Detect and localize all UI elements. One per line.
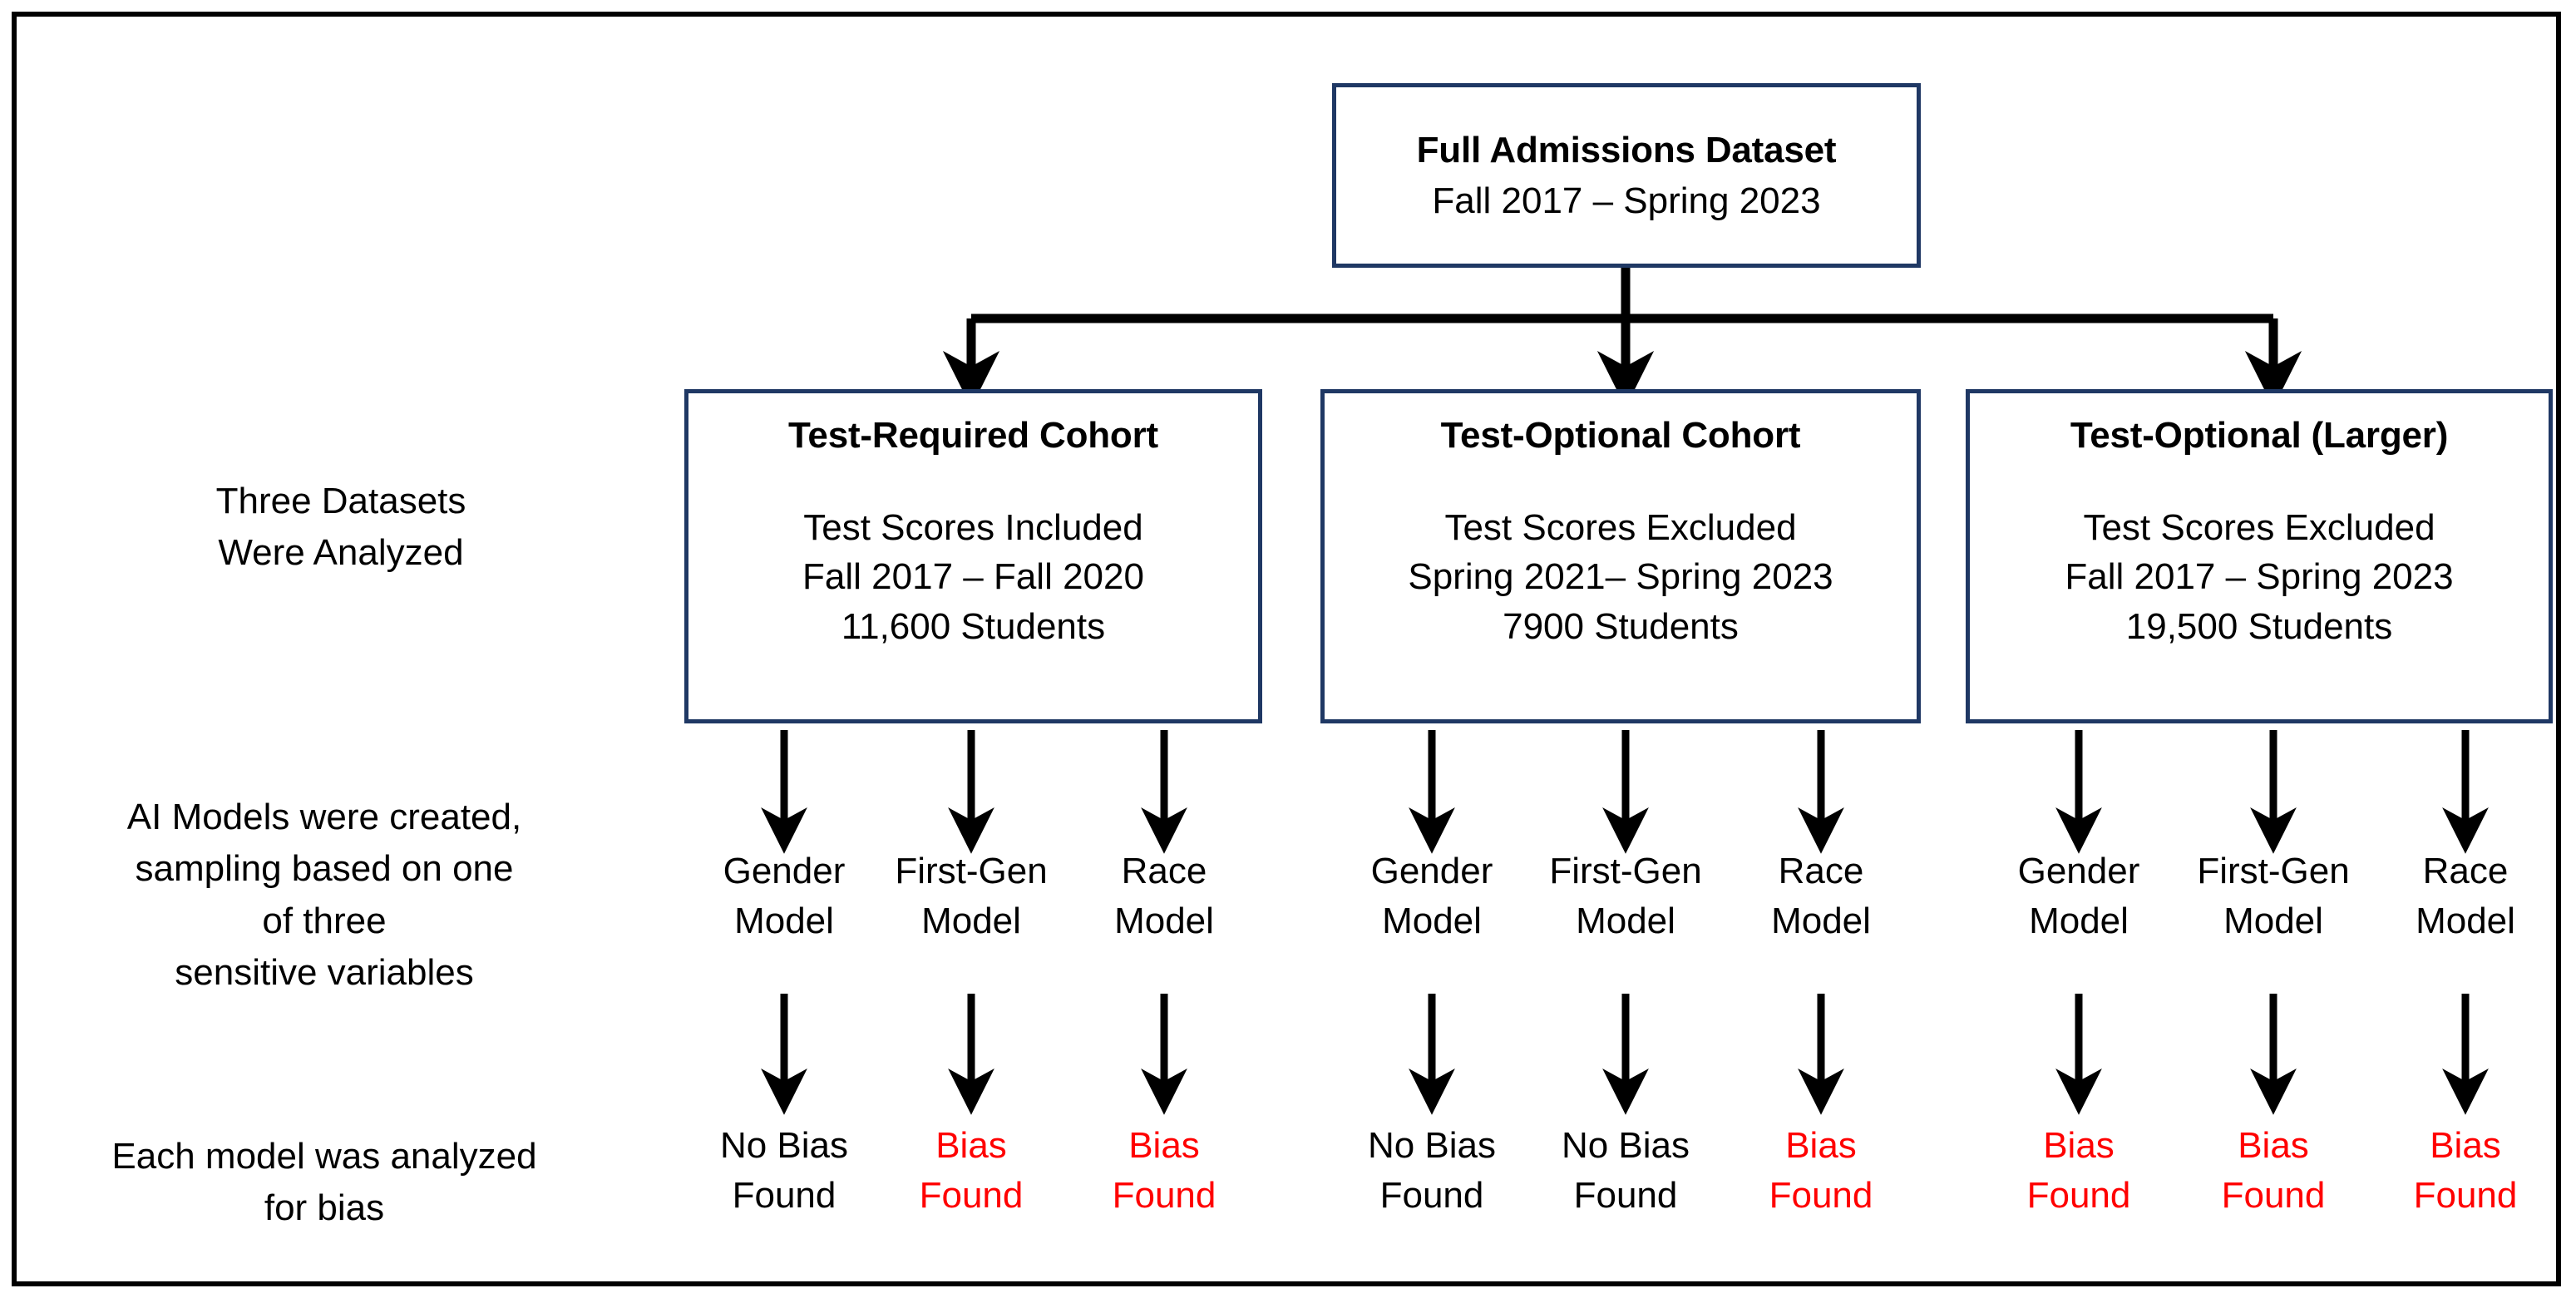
node-test-optional-cohort: Test-Optional Cohort Test Scores Exclude… (1320, 389, 1921, 723)
cohort-title: Test-Optional Cohort (1440, 415, 1801, 456)
model-label-first-gen-cohort-1: First-Gen Model (1549, 851, 1702, 941)
cohort-line-1: Test Scores Included (803, 507, 1143, 549)
row-caption-models: AI Models were created, sampling based o… (126, 797, 522, 994)
model-label-gender-cohort-1: Gender Model (1370, 851, 1493, 941)
model-label-race-cohort-0: Race Model (1114, 851, 1214, 941)
result-race-cohort-1: Bias Found (1769, 1125, 1873, 1216)
cohort-line-2: Spring 2021– Spring 2023 (1408, 556, 1833, 598)
result-first-gen-cohort-0: Bias Found (919, 1125, 1024, 1216)
model-label-first-gen-cohort-2: First-Gen Model (2197, 851, 2350, 941)
row-caption-datasets: Three Datasets Were Analyzed (215, 481, 466, 574)
node-test-optional-larger: Test-Optional (Larger) Test Scores Exclu… (1966, 389, 2553, 723)
cohort-line-3: 11,600 Students (841, 605, 1106, 647)
model-label-first-gen-cohort-0: First-Gen Model (895, 851, 1048, 941)
cohort-line-1: Test Scores Excluded (1444, 507, 1797, 549)
model-label-gender-cohort-2: Gender Model (2017, 851, 2140, 941)
cohort-title: Test-Required Cohort (788, 415, 1158, 456)
result-gender-cohort-2: Bias Found (2026, 1125, 2131, 1216)
result-race-cohort-2: Bias Found (2413, 1125, 2518, 1216)
node-title: Full Admissions Dataset (1416, 129, 1837, 170)
node-test-required-cohort: Test-Required Cohort Test Scores Include… (684, 389, 1262, 723)
result-gender-cohort-1: No Bias Found (1367, 1125, 1497, 1216)
row-caption-bias: Each model was analyzed for bias (111, 1136, 537, 1229)
model-label-race-cohort-2: Race Model (2416, 851, 2515, 941)
cohort-line-1: Test Scores Excluded (2083, 507, 2435, 549)
model-label-race-cohort-1: Race Model (1771, 851, 1871, 941)
model-label-gender-cohort-0: Gender Model (723, 851, 846, 941)
cohort-line-2: Fall 2017 – Spring 2023 (2065, 556, 2454, 598)
result-first-gen-cohort-2: Bias Found (2221, 1125, 2326, 1216)
cohort-title: Test-Optional (Larger) (2070, 415, 2449, 456)
result-race-cohort-0: Bias Found (1112, 1125, 1216, 1216)
result-gender-cohort-0: No Bias Found (719, 1125, 849, 1216)
node-subtitle: Fall 2017 – Spring 2023 (1432, 180, 1821, 222)
cohort-line-3: 7900 Students (1503, 605, 1739, 647)
cohort-line-3: 19,500 Students (2125, 605, 2393, 647)
node-full-admissions-dataset: Full Admissions Dataset Fall 2017 – Spri… (1332, 83, 1921, 268)
result-first-gen-cohort-1: No Bias Found (1561, 1125, 1690, 1216)
cohort-line-2: Fall 2017 – Fall 2020 (802, 556, 1144, 598)
